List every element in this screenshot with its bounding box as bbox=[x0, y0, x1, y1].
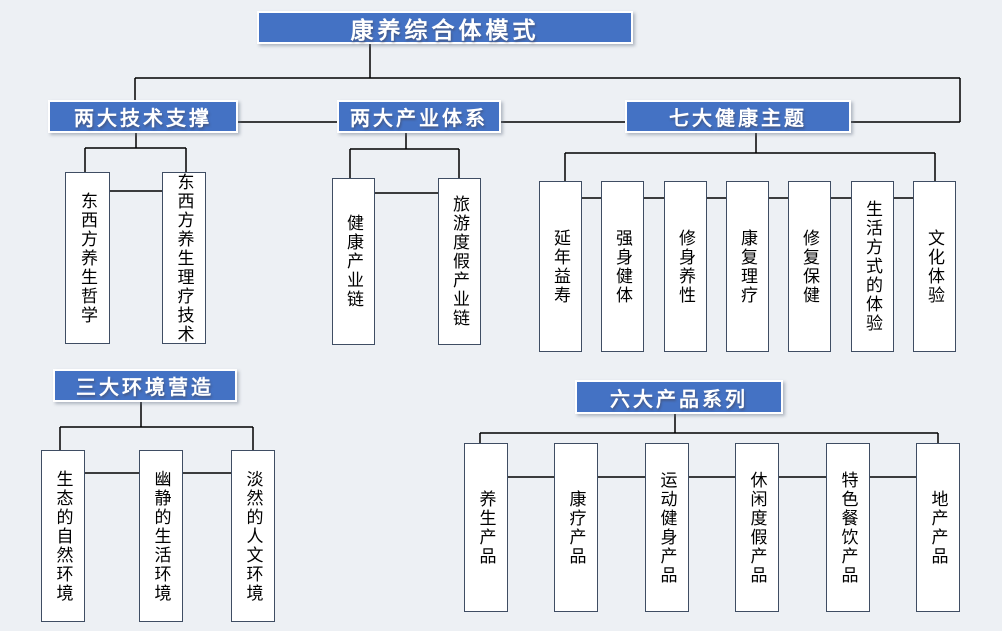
node-sports-fitness-products: 运动健身产品 bbox=[645, 443, 689, 612]
node-specialty-dining-products: 特色餐饮产品 bbox=[826, 443, 870, 612]
node-root-title: 康养综合体模式 bbox=[257, 11, 633, 44]
node-longevity: 延年益寿 bbox=[539, 181, 582, 352]
node-rehab-therapy: 康复理疗 bbox=[726, 181, 769, 352]
node-self-cultivation: 修身养性 bbox=[664, 181, 707, 352]
node-tourism-industry-chain: 旅游度假产业链 bbox=[438, 178, 481, 345]
node-lifestyle-experience: 生活方式的体验 bbox=[851, 181, 894, 352]
node-industry-system-header: 两大产业体系 bbox=[337, 100, 501, 133]
node-humanistic-environment: 淡然的人文环境 bbox=[231, 450, 275, 622]
node-east-west-health-philosophy: 东西方养生哲学 bbox=[65, 172, 110, 344]
node-living-environment: 幽静的生活环境 bbox=[139, 450, 183, 622]
node-fitness: 强身健体 bbox=[601, 181, 644, 352]
node-health-industry-chain: 健康产业链 bbox=[332, 178, 375, 345]
node-health-themes-header: 七大健康主题 bbox=[625, 100, 851, 133]
node-culture-experience: 文化体验 bbox=[913, 181, 956, 352]
node-real-estate-products: 地产产品 bbox=[916, 443, 960, 612]
node-tech-support-header: 两大技术支撑 bbox=[48, 100, 238, 133]
node-restorative-care: 修复保健 bbox=[788, 181, 831, 352]
node-leisure-vacation-products: 休闲度假产品 bbox=[735, 443, 779, 612]
node-therapy-products: 康疗产品 bbox=[554, 443, 598, 612]
node-product-series-header: 六大产品系列 bbox=[575, 380, 783, 414]
node-east-west-physiotherapy-tech: 东西方养生理疗技术 bbox=[162, 172, 206, 344]
node-environment-header: 三大环境营造 bbox=[53, 369, 237, 402]
node-natural-environment: 生态的自然环境 bbox=[41, 450, 85, 622]
node-wellness-products: 养生产品 bbox=[464, 443, 508, 612]
